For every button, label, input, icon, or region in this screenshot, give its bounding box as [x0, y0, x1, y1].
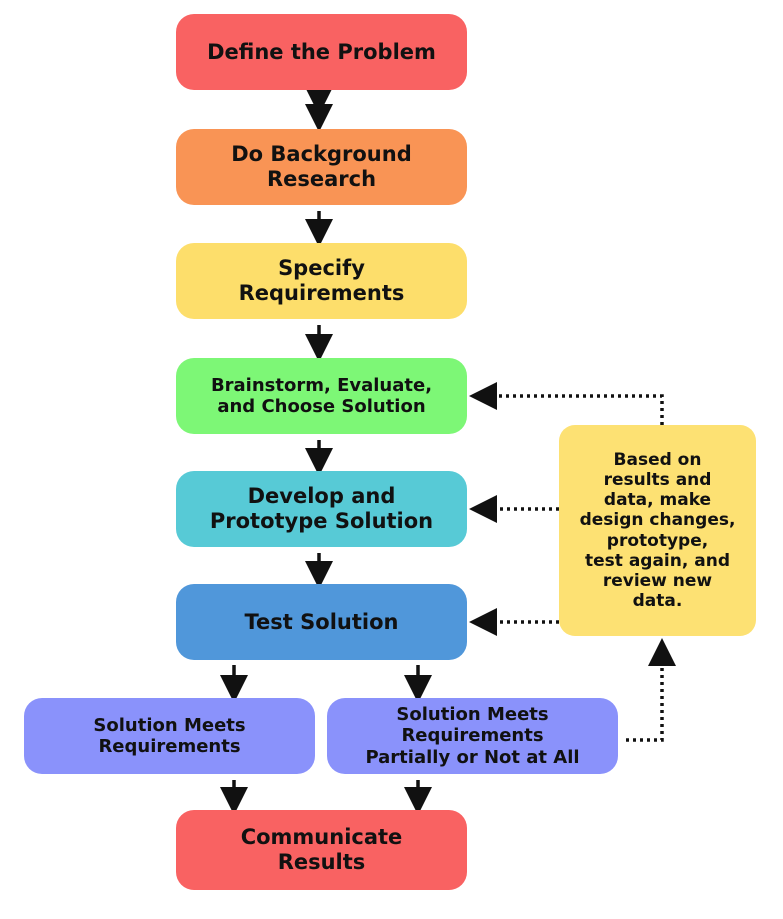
- step-specify-requirements: Specify Requirements: [176, 243, 467, 319]
- dotted-arrow-to-brainstorm: [469, 382, 664, 425]
- outcome-partially-meets-requirements: Solution Meets Requirements Partially or…: [327, 698, 618, 774]
- step-brainstorm-evaluate-choose: Brainstorm, Evaluate, and Choose Solutio…: [176, 358, 467, 434]
- step-define-the-problem: Define the Problem: [176, 14, 467, 90]
- step-test-solution: Test Solution: [176, 584, 467, 660]
- dotted-arrow-partial-to-note: [626, 638, 676, 742]
- solid-arrows: [220, 87, 432, 815]
- step-communicate-results: Communicate Results: [176, 810, 467, 890]
- step-background-research: Do Background Research: [176, 129, 467, 205]
- iteration-note: Based on results and data, make design c…: [559, 425, 756, 636]
- step-develop-prototype: Develop and Prototype Solution: [176, 471, 467, 547]
- outcome-meets-requirements: Solution Meets Requirements: [24, 698, 315, 774]
